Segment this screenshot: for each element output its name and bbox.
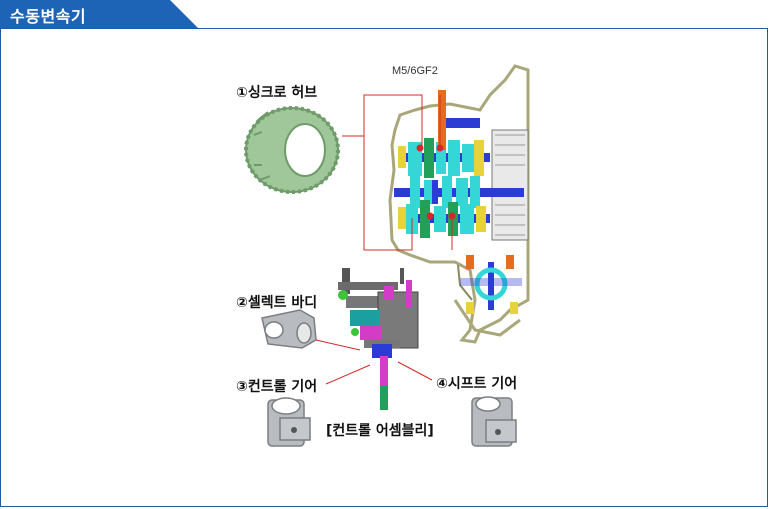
model-label: M5/6GF2 <box>392 65 438 77</box>
header-tab-shape <box>0 0 198 28</box>
label-control-assembly: [컨트롤 어셈블리] <box>326 423 434 439</box>
synchro-hub-image <box>244 106 340 194</box>
label-control-gear: ③컨트롤 기어 <box>236 379 318 395</box>
label-select-body: ②셀렉트 바디 <box>236 295 318 311</box>
header-tab: 수동변속기 <box>0 0 198 28</box>
transmission-cutaway <box>388 64 530 344</box>
select-body-image <box>261 309 317 349</box>
label-synchro-hub: ①싱크로 허브 <box>236 85 318 101</box>
control-assembly-image <box>338 268 419 410</box>
shift-gear-leader <box>397 361 433 381</box>
content-frame <box>0 28 768 507</box>
select-body-leader <box>315 339 361 351</box>
control-gear-image <box>267 397 311 447</box>
synchro-hub-leader <box>342 94 453 251</box>
shift-gear-image <box>471 396 517 447</box>
control-gear-leader <box>325 364 371 385</box>
label-shift-gear: ④시프트 기어 <box>436 376 518 392</box>
page-title: 수동변속기 <box>10 7 87 26</box>
